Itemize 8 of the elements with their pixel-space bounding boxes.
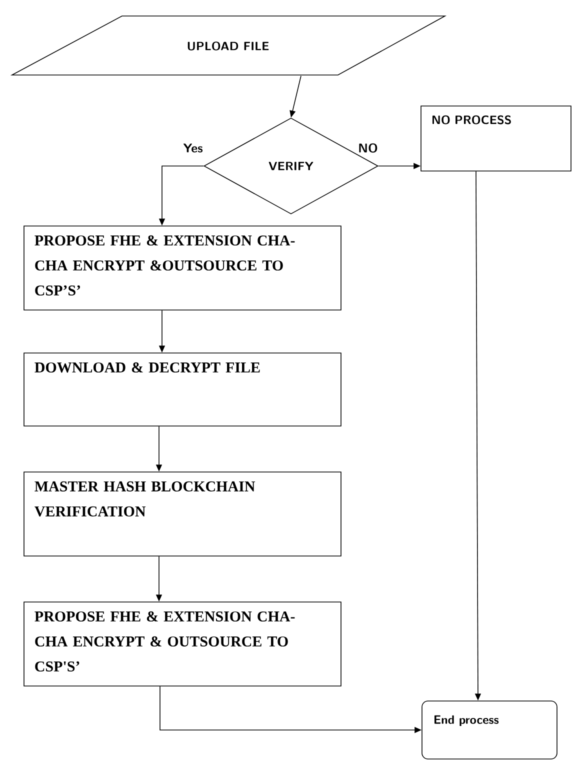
process-box: DOWNLOAD & DECRYPT FILE bbox=[24, 352, 342, 426]
process-box: MASTER HASH BLOCKCHAIN VERIFICATION bbox=[24, 472, 342, 556]
process-box: PROPOSE FHE & EXTENSION CHA- CHA ENCRYPT &OUTSOURCE TO CSP’S’ bbox=[24, 226, 342, 310]
terminal-box: End process bbox=[422, 700, 558, 760]
edge-label: Yes bbox=[182, 142, 204, 154]
edge-label: NO bbox=[357, 142, 379, 154]
process-box: PROPOSE FHE & EXTENSION CHA- CHA ENCRYPT & OUTSOURCE TO CSP'S’ bbox=[24, 602, 342, 686]
process-box: NO PROCESS bbox=[420, 106, 572, 172]
